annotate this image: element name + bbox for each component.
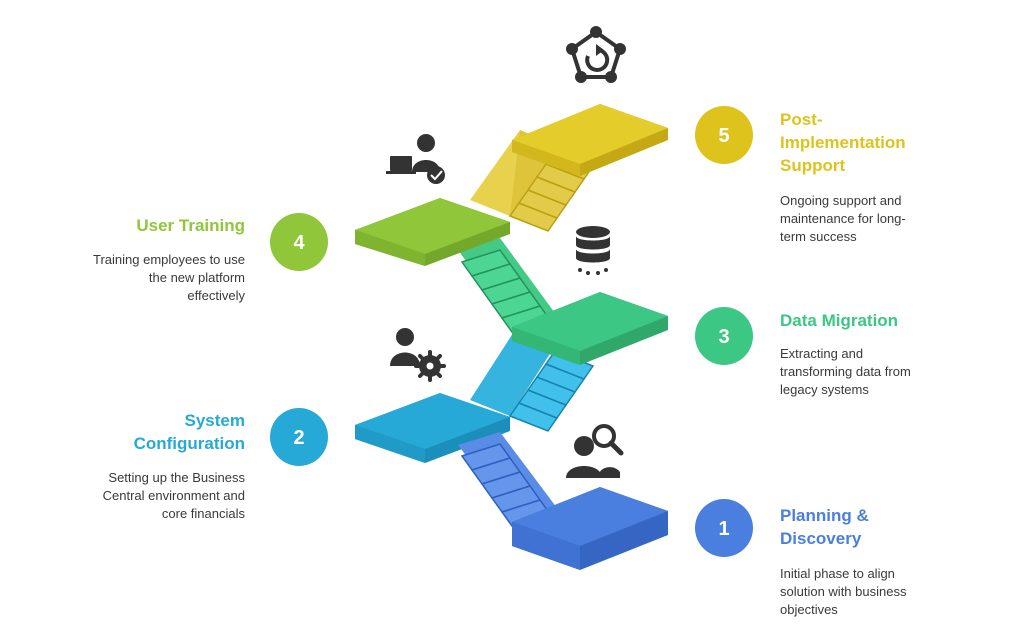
step-number-1: 1 <box>718 518 729 540</box>
step-5-description-line: Ongoing support and <box>780 193 902 208</box>
step-1-title: Planning & Discovery <box>780 504 869 550</box>
platform-1 <box>512 487 668 570</box>
step-circle-2 <box>270 408 328 466</box>
step-number-badge-2: 2 <box>270 408 328 466</box>
support-cycle-icon <box>566 26 626 83</box>
step-4-description-line: Training employees to use <box>93 252 245 267</box>
step-4-title: User Training <box>136 214 245 237</box>
database-icon <box>576 226 610 275</box>
step-number-5: 5 <box>718 125 729 147</box>
step-circle-5 <box>695 106 753 164</box>
step-1-description-line: objectives <box>780 602 838 617</box>
step-1-description: Initial phase to align solution with bus… <box>780 565 906 619</box>
step-3-title: Data Migration <box>780 309 898 332</box>
step-2-title-line: System <box>184 411 245 430</box>
platform-5 <box>512 104 668 176</box>
step-2-description-line: Central environment and <box>102 488 245 503</box>
step-4-description-line: effectively <box>187 288 245 303</box>
step-2-title-line: Configuration <box>133 434 245 453</box>
step-1-description-line: Initial phase to align <box>780 566 895 581</box>
step-number-badge-5: 5 <box>695 106 753 164</box>
step-5-title-line: Post- <box>780 110 823 129</box>
stair-flight-3-4 <box>458 238 560 333</box>
step-5-description: Ongoing support and maintenance for long… <box>780 192 906 246</box>
step-number-2: 2 <box>293 427 304 449</box>
step-circle-4 <box>270 213 328 271</box>
step-5-title-line: Implementation <box>780 133 906 152</box>
step-5-title: Post- Implementation Support <box>780 108 906 177</box>
step-2-title: System Configuration <box>134 409 245 455</box>
stair-flight-2-3 <box>470 330 595 432</box>
step-3-description-line: legacy systems <box>780 382 869 397</box>
step-5-description-line: maintenance for long- <box>780 211 906 226</box>
step-circle-3 <box>695 307 753 365</box>
step-4-description: Training employees to use the new platfo… <box>93 251 245 305</box>
step-4-title-line: User Training <box>136 216 245 235</box>
step-1-title-line: Discovery <box>780 529 862 548</box>
user-gear-icon <box>390 328 446 382</box>
step-4-description-line: the new platform <box>148 270 245 285</box>
step-1-description-line: solution with business <box>780 584 907 599</box>
stair-flight-1-2 <box>458 432 560 527</box>
laptop-user-icon <box>386 134 445 184</box>
step-2-description-line: Setting up the Business <box>108 470 245 485</box>
step-number-badge-1: 1 <box>695 499 753 557</box>
step-circle-1 <box>695 499 753 557</box>
step-5-title-line: Support <box>780 156 846 175</box>
step-5-description-line: term success <box>780 229 857 244</box>
platform-3 <box>512 292 668 365</box>
step-3-description-line: transforming data from <box>780 364 911 379</box>
step-2-description: Setting up the Business Central environm… <box>103 469 245 523</box>
step-number-badge-3: 3 <box>695 307 753 365</box>
platform-4 <box>355 198 510 266</box>
search-user-icon <box>566 424 624 478</box>
step-number-3: 3 <box>718 326 729 348</box>
step-3-title-line: Data Migration <box>780 311 899 330</box>
step-3-description: Extracting and transforming data from le… <box>780 345 911 399</box>
step-2-description-line: core financials <box>161 506 245 521</box>
step-1-title-line: Planning & <box>780 506 869 525</box>
step-3-description-line: Extracting and <box>780 346 864 361</box>
step-number-badge-4: 4 <box>270 213 328 271</box>
step-number-4: 4 <box>293 232 305 254</box>
